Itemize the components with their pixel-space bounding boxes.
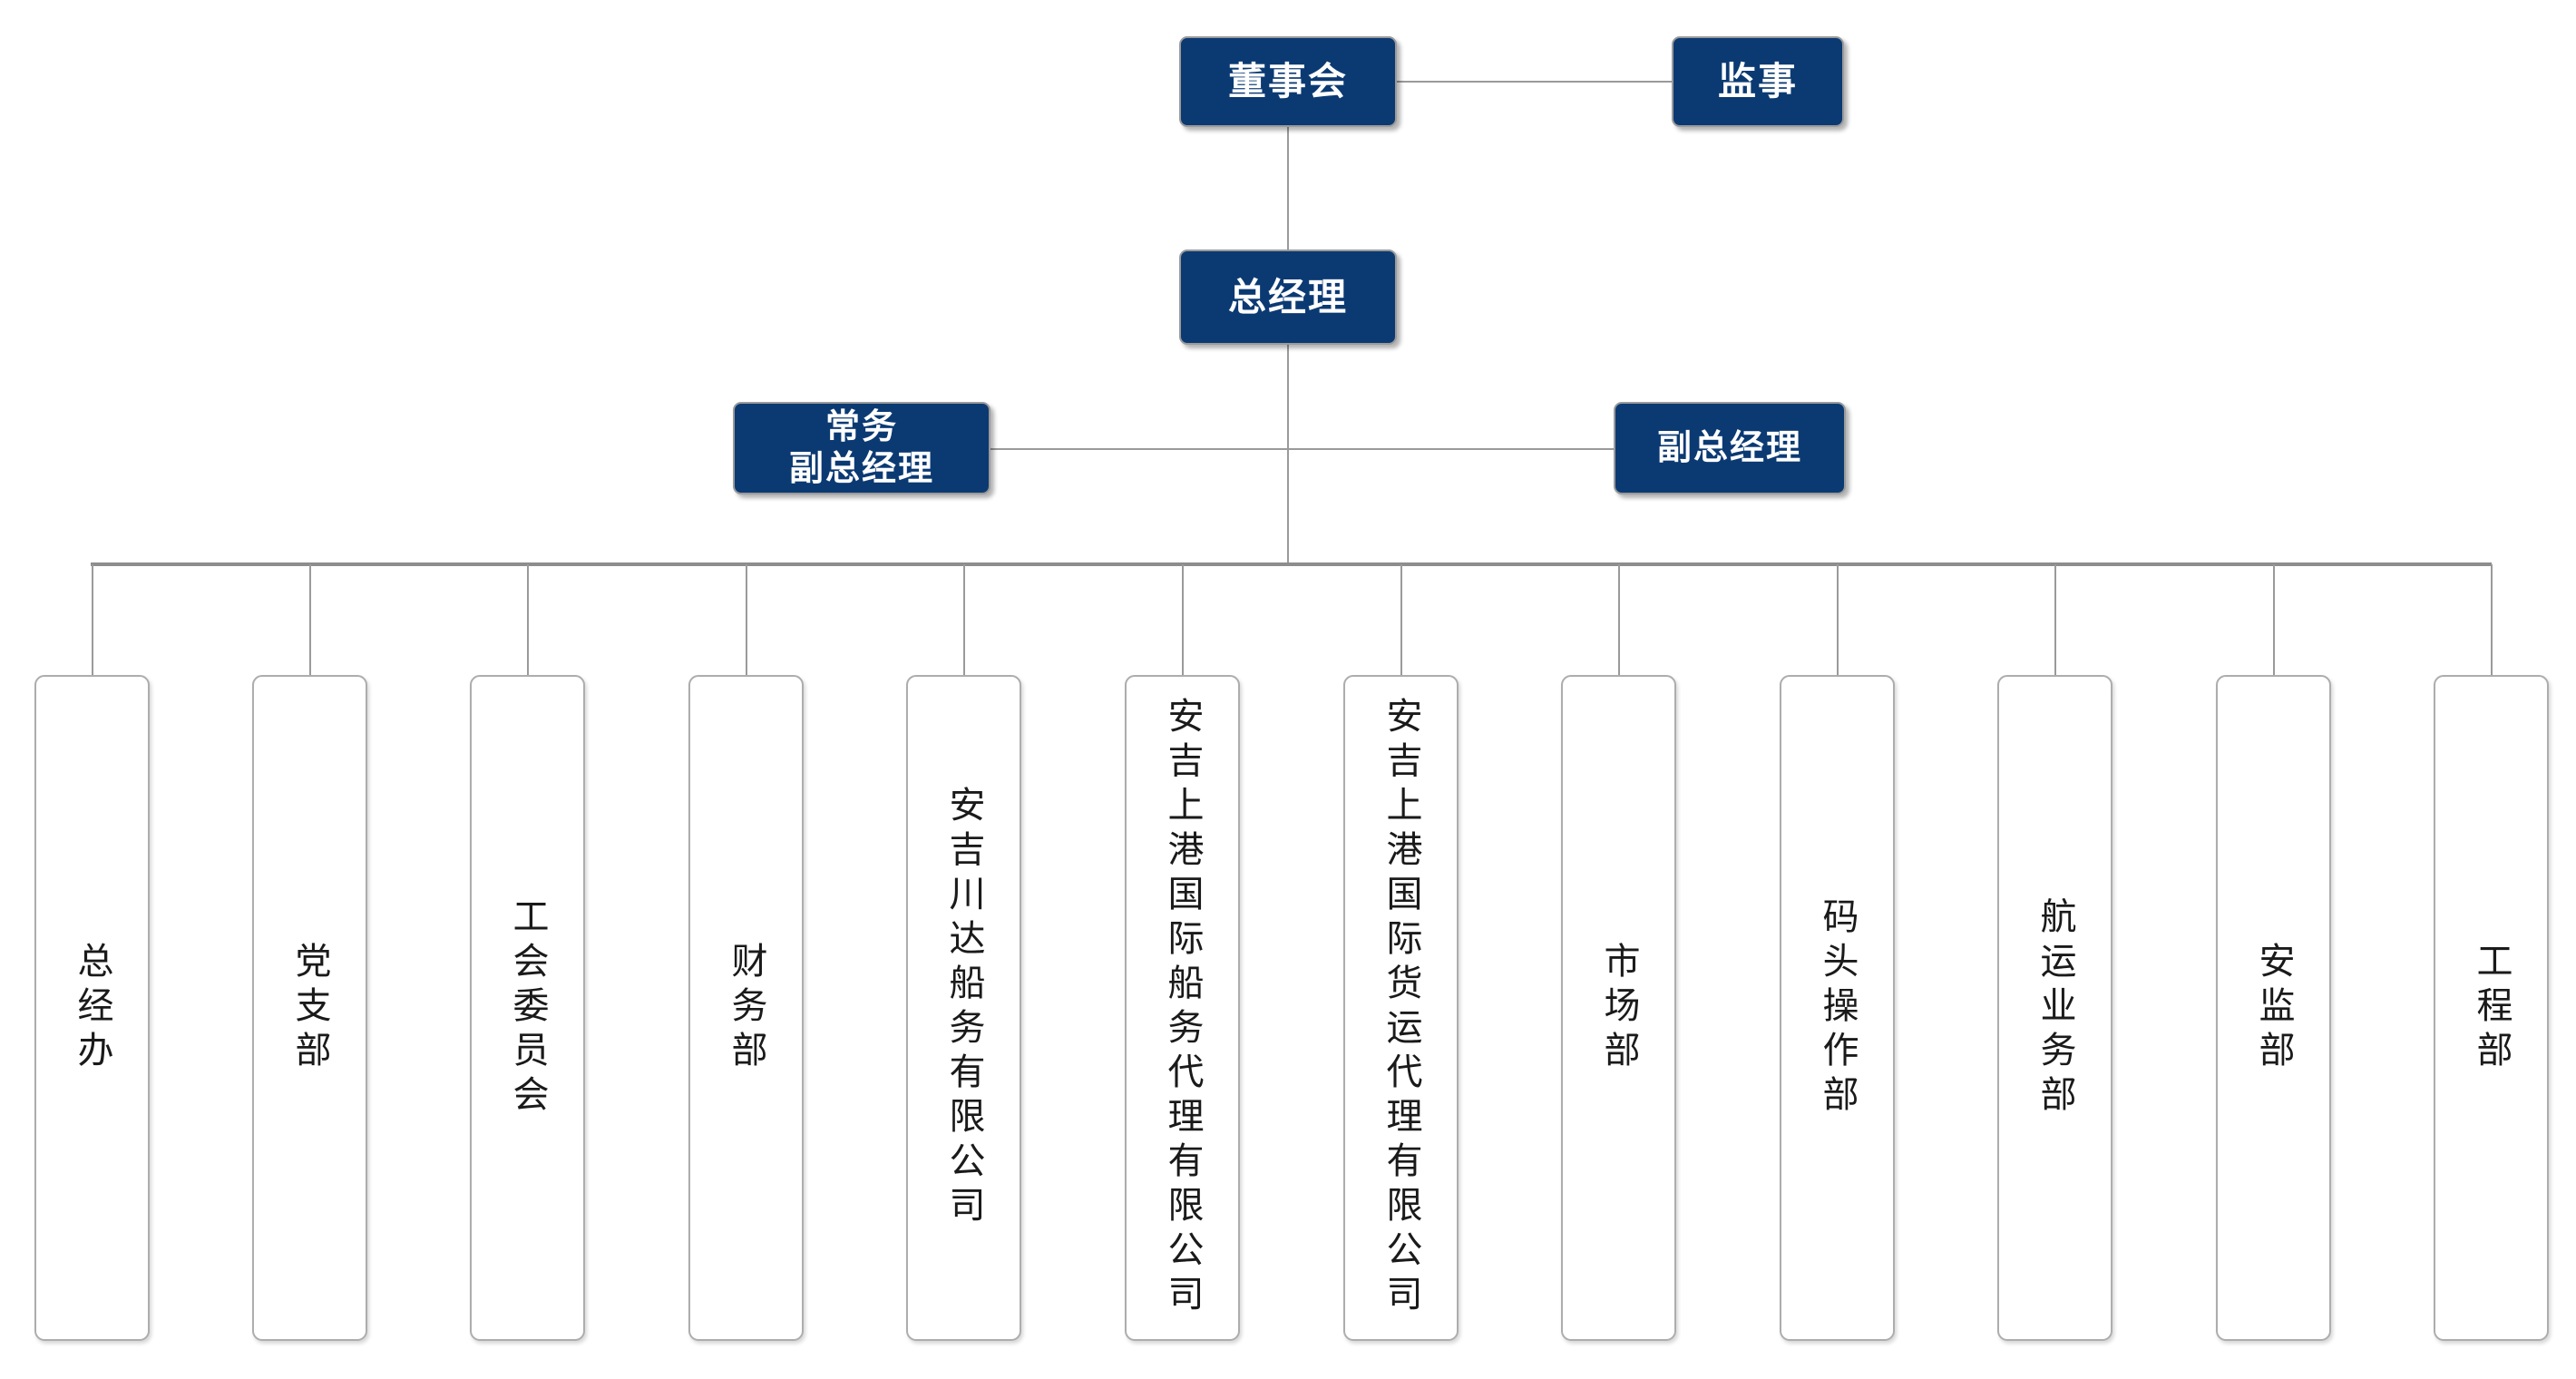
dept-label: 航运业务部 [2034, 896, 2075, 1120]
connector-gm-to-bus [1287, 345, 1289, 566]
node-board-of-directors[interactable]: 董事会 [1179, 36, 1397, 127]
node-deputy-general-manager[interactable]: 副总经理 [1614, 402, 1846, 494]
drop-line-dept-6 [1182, 564, 1184, 677]
node-dept-anji-chuanda-shipping[interactable]: 安吉川达船务有限公司 [906, 675, 1021, 1341]
drop-line-dept-5 [963, 564, 965, 677]
drop-line-dept-1 [92, 564, 93, 677]
drop-line-dept-12 [2491, 564, 2493, 677]
connector-board-to-supervisor [1397, 81, 1672, 83]
node-dept-anji-shangang-shipping-agency[interactable]: 安吉上港国际船务代理有限公司 [1125, 675, 1240, 1341]
connector-deputy-right [1287, 448, 1614, 450]
dept-label: 安吉川达船务有限公司 [943, 786, 984, 1230]
dept-label: 总经办 [72, 941, 112, 1075]
drop-line-dept-3 [527, 564, 529, 677]
dept-label: 安吉上港国际船务代理有限公司 [1162, 697, 1203, 1319]
node-dept-safety-supervision[interactable]: 安监部 [2216, 675, 2331, 1341]
drop-line-dept-11 [2273, 564, 2275, 677]
node-dept-anji-shangang-freight-agency[interactable]: 安吉上港国际货运代理有限公司 [1343, 675, 1459, 1341]
node-dept-gm-office[interactable]: 总经办 [34, 675, 150, 1341]
drop-line-dept-4 [746, 564, 747, 677]
dept-label: 安吉上港国际货运代理有限公司 [1381, 697, 1421, 1319]
dept-label: 工程部 [2471, 941, 2512, 1075]
dept-label: 安监部 [2253, 941, 2294, 1075]
dept-label: 码头操作部 [1817, 896, 1858, 1120]
dept-label: 财务部 [726, 941, 766, 1075]
department-bus-line [91, 562, 2492, 566]
node-dept-shipping-business[interactable]: 航运业务部 [1997, 675, 2113, 1341]
node-dept-union-committee[interactable]: 工会委员会 [470, 675, 585, 1341]
drop-line-dept-10 [2054, 564, 2056, 677]
node-supervisor[interactable]: 监事 [1672, 36, 1844, 127]
node-dept-party-branch[interactable]: 党支部 [252, 675, 367, 1341]
dept-label: 党支部 [289, 941, 330, 1075]
drop-line-dept-2 [309, 564, 311, 677]
node-dept-terminal-operations[interactable]: 码头操作部 [1780, 675, 1895, 1341]
dept-label: 市场部 [1598, 941, 1639, 1075]
node-dept-marketing[interactable]: 市场部 [1561, 675, 1676, 1341]
node-dept-engineering[interactable]: 工程部 [2434, 675, 2549, 1341]
node-dept-finance[interactable]: 财务部 [688, 675, 804, 1341]
node-executive-deputy-general-manager[interactable]: 常务 副总经理 [733, 402, 990, 494]
drop-line-dept-8 [1618, 564, 1620, 677]
drop-line-dept-7 [1400, 564, 1402, 677]
node-general-manager[interactable]: 总经理 [1179, 249, 1397, 345]
connector-deputy-left [990, 448, 1288, 450]
connector-board-to-gm [1287, 127, 1289, 249]
drop-line-dept-9 [1837, 564, 1839, 677]
dept-label: 工会委员会 [507, 896, 548, 1120]
